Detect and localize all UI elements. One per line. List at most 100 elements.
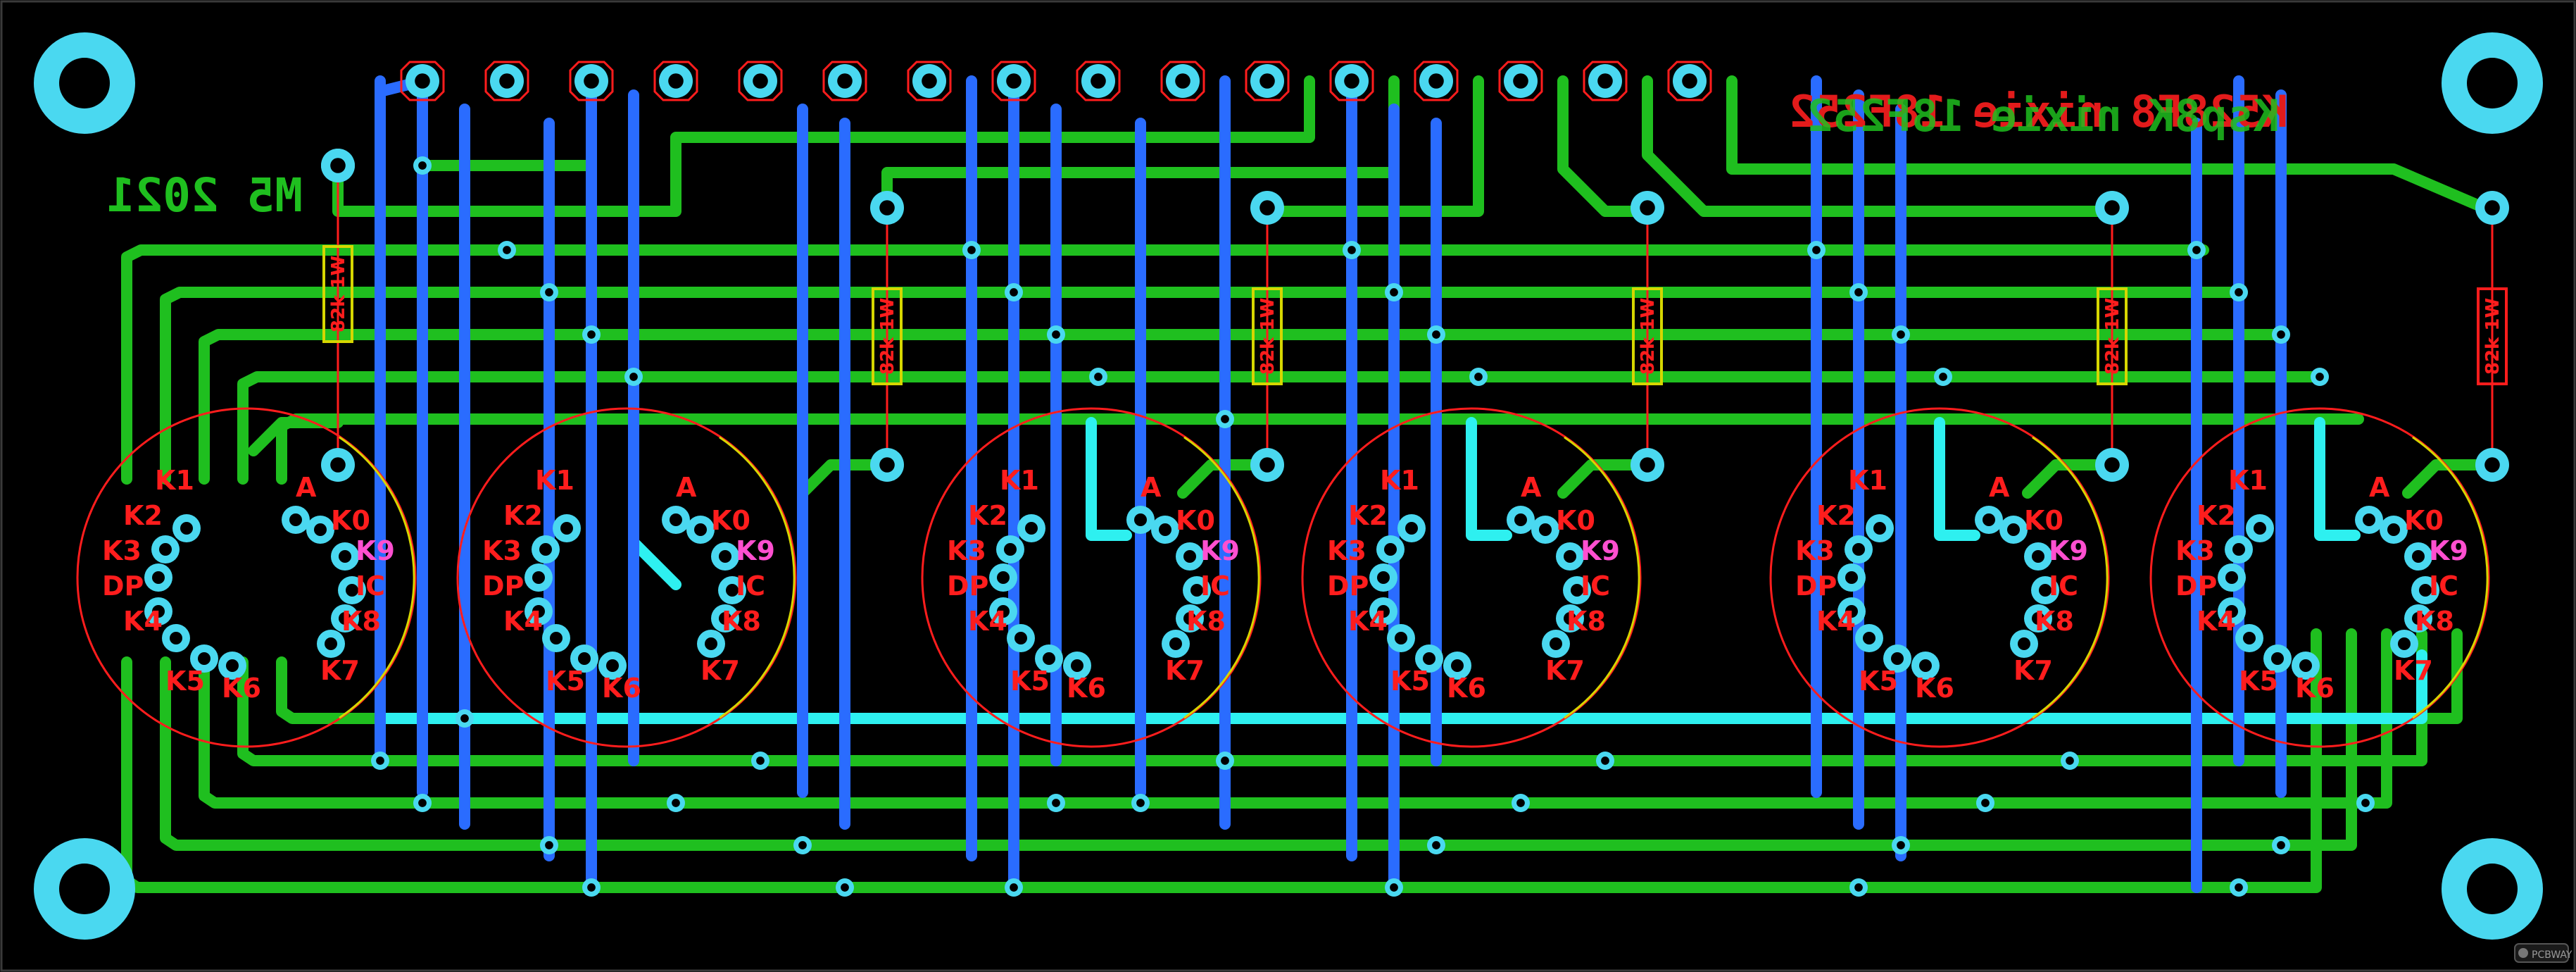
tube-pin-label: IC [736,571,765,602]
pad-hole [1259,200,1275,216]
pad-hole [726,584,739,597]
tube-pin-label: K2 [503,500,543,531]
tube-pin-label: K2 [2197,500,2236,531]
pad-hole [1564,550,1576,563]
tube-pin-label: K1 [535,465,574,496]
pad-hole [415,73,430,89]
tube-outline [456,407,797,748]
tube-pin-label: K5 [1859,666,1898,697]
resistor-body [872,287,903,385]
tube-pin-label: K6 [222,673,261,704]
pad-hole [1377,571,1390,584]
header-trace [1726,75,2498,217]
tube-pin-label: K2 [123,500,163,531]
via-hole [1854,288,1863,297]
pad-hole [1259,457,1275,473]
top-layer-traces [121,75,2498,893]
pad-hole [670,513,682,526]
tube-outline-accent [2032,436,2109,719]
via-hole [1432,841,1440,849]
via-hole [798,841,807,849]
pad-hole [2018,637,2030,650]
tube-pin-label: K0 [331,505,370,536]
pad-hole [2387,523,2400,536]
pad-hole [1091,73,1106,89]
header-pin-outline [1667,61,1712,101]
tube-pin-label: K9 [2429,535,2468,566]
pad-hole [2419,584,2432,597]
pad-hole [1169,637,1182,650]
tube-pin-label: K1 [1000,465,1039,496]
highlight-trace [1086,417,1132,541]
tube-pin-label: DP [102,571,144,602]
via-hole [1347,246,1356,254]
header-pin-outline [1583,61,1628,101]
pad-hole [1873,522,1886,535]
tube-pin-label: A [2369,472,2390,503]
tube-pin-label: K9 [2049,535,2088,566]
pad-hole [1405,522,1418,535]
tube-pin-label: K8 [722,606,761,637]
tube-pin-label: K4 [2197,606,2236,637]
pad-hole [606,659,619,672]
header-pin-outline [907,61,952,101]
highlight-trace [2314,417,2361,541]
watermark-logo: PCBWAY [2514,943,2572,963]
via-hole [2277,330,2285,339]
resistor-body [1252,287,1283,385]
pad-hole [1682,73,1697,89]
resistor-label: 82k 1W [2102,298,2123,375]
pad-hole [1983,513,1995,526]
via-hole [1221,415,1229,423]
pad-hole [180,522,193,535]
pad-hole [1640,200,1655,216]
via-hole [672,799,680,807]
via-hole [1854,883,1863,892]
tube-pin-label: K9 [356,535,395,566]
tube-pin-label: K2 [968,500,1007,531]
via-hole [1094,373,1102,381]
resistor-label: 82k 1W [2482,298,2503,375]
via-hole [1601,756,1609,765]
pad-hole [2299,659,2312,672]
tube-pin-label: IC [1200,571,1230,602]
via-hole [1981,799,1990,807]
via-hole [2192,246,2201,254]
tube-pin-label: DP [2175,571,2217,602]
tube-pin-label: K3 [1795,535,1835,566]
pad-hole [325,637,337,650]
tube-pin-label: K5 [546,666,585,697]
pad-hole [2254,522,2266,535]
top-bus-line [160,287,2248,485]
pad-hole [550,632,563,644]
tube-outline-accent [719,436,796,719]
pad-hole [2225,605,2238,618]
watermark-icon [2518,948,2528,958]
pad-hole [1863,632,1876,644]
pad-hole [668,73,684,89]
pad-hole [330,158,346,173]
tube-pin-label: IC [1581,571,1610,602]
resistor-label: 82k 1W [877,298,898,375]
tube-pin-label: K3 [1327,535,1366,566]
pad-hole [584,73,599,89]
pad-hole [1564,612,1576,625]
tube-pin-label: K4 [503,606,543,637]
tube-pin-label: K3 [947,535,986,566]
pad-hole [2398,637,2411,650]
tube-pin-label: K0 [711,505,750,536]
header-trace [1557,75,1653,217]
tube-pin-label: K6 [1447,673,1486,704]
pad-hole [997,605,1010,618]
tube-pin-label: K7 [2013,655,2053,686]
via-hole [2235,288,2243,297]
tube-pin-label: K9 [1200,535,1240,566]
pad-hole [346,584,358,597]
tube-outline-accent [2412,436,2489,719]
via-hole [2316,373,2324,381]
tube-pin-label: K8 [2035,606,2074,637]
tube-pin-label: DP [947,571,988,602]
tube-pin-label: K7 [2394,655,2433,686]
top-low-bus [121,628,2322,893]
